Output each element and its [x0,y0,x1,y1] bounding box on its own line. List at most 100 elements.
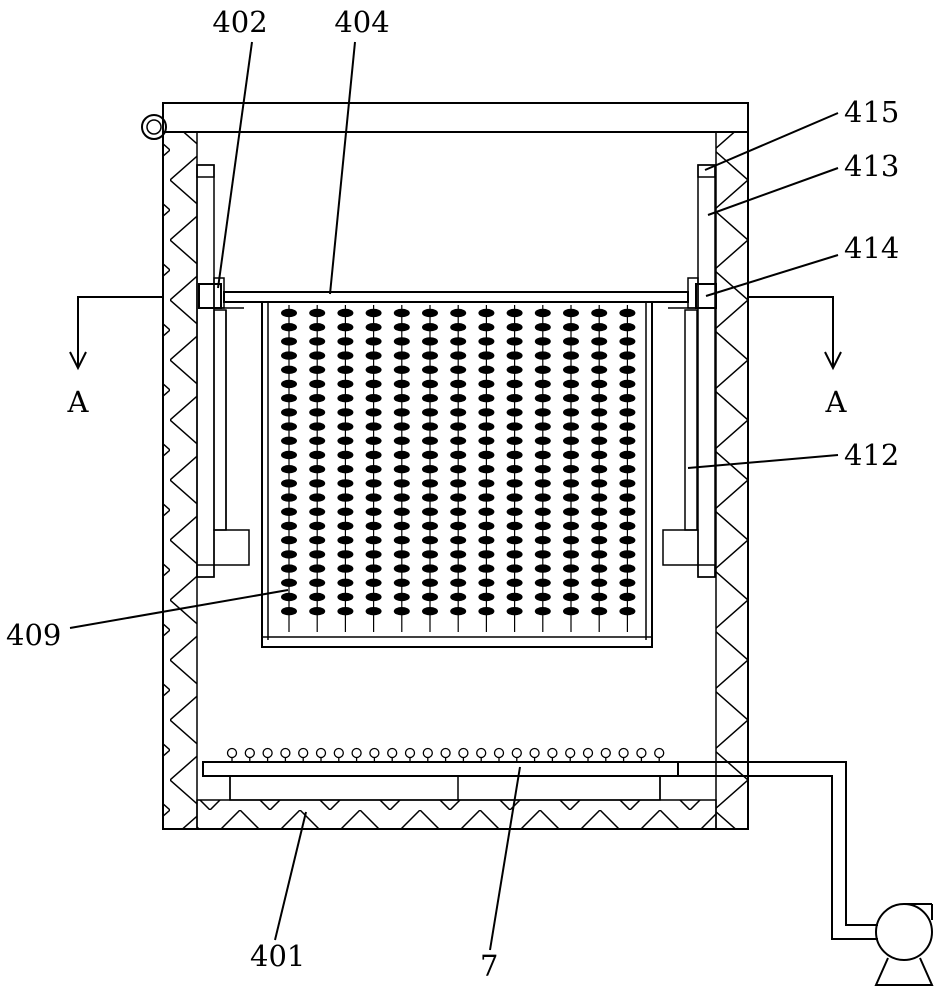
hanger-item [422,408,438,417]
hanger-item [450,564,467,573]
nozzle-icon [226,747,238,759]
hanger-item [393,564,410,573]
hanger-item [478,337,495,346]
hanger-item [337,479,354,488]
hanger-item [534,408,551,417]
hanger-item [309,394,326,403]
hanger-item [365,564,382,573]
hanger-item [563,450,579,460]
hanger-item [309,408,326,417]
hanger-item [534,550,551,559]
hanger-item [281,436,297,445]
hanger-item [478,578,495,587]
hanger-item [337,536,354,545]
hanger-item [337,351,354,360]
hanger-item [393,408,410,417]
hanger-item [422,422,438,431]
hanger-item [422,564,438,573]
hanger-item [506,507,523,516]
hanger-item [478,536,495,545]
hanger-item [478,564,495,573]
hanger-item [337,592,354,602]
hanger-item [309,308,326,318]
basket-frame [261,301,653,648]
hanger-item [365,351,382,360]
hanger-item [422,323,438,332]
hanger-item [591,465,608,474]
hanger-item [450,408,467,417]
hanger-item [563,607,579,616]
hanger-item [591,323,608,332]
hanger-item [563,351,579,360]
label-7: 7 [480,949,498,983]
hanger-item [478,450,495,460]
hanger-item [281,379,297,389]
hanger-item [309,337,326,346]
hanger-item [619,337,636,346]
nozzle-icon [458,747,469,759]
hanger-item [393,493,410,502]
hanger-item [450,394,467,403]
hanger-item [506,323,523,332]
hanger-item [563,365,579,374]
hanger-item [619,493,636,502]
hanger-item [281,465,297,474]
hanger-item [619,564,636,573]
hanger-item [365,408,382,417]
hanger-item [563,436,579,445]
nozzle-icon [636,747,647,759]
hanger-item [591,365,608,374]
hanger-item [591,536,608,545]
hanger-item [365,592,382,602]
label-401: 401 [250,939,305,973]
hanger-item [393,379,410,389]
hanger-item [422,465,438,474]
hanger-item [506,521,523,531]
label-412: 412 [844,438,899,472]
nozzle-icon [476,747,487,759]
label-415: 415 [844,95,899,129]
hanger-item [619,550,636,559]
hanger-item [478,408,495,417]
hanger-item [591,379,608,389]
hanger-item [450,521,467,531]
hanger-item [506,394,523,403]
hanger-item [422,550,438,559]
hanger-item [506,550,523,559]
hanger-item [450,337,467,346]
bottom-wall [196,799,717,830]
hanger-item [365,422,382,431]
hanger-item [478,422,495,431]
hanger-item [393,607,410,616]
hanger-item [591,337,608,346]
hanger-item [563,465,579,474]
hanger-item [534,607,551,616]
hanger-item [591,607,608,616]
hanger-item [450,550,467,559]
hanger-item [563,479,579,488]
hanger-item [534,564,551,573]
hanger-item [450,308,467,318]
hanger-item [450,465,467,474]
hanger-item [337,493,354,502]
label-409: 409 [6,618,61,652]
hanger-item [393,592,410,602]
hanger-item [393,479,410,488]
hanger-item [309,578,326,587]
hanger-item [450,536,467,545]
hanger-item [309,564,326,573]
nozzle-icon [244,747,255,759]
nozzle-icon [262,747,273,759]
hanger-item [534,422,551,431]
hanger-item [450,365,467,374]
left-wall [162,131,198,830]
hanger-item [309,436,326,445]
spray-pipe [202,761,679,801]
hanger-item [478,607,495,616]
nozzle-icon [333,747,344,759]
hanger-item [563,394,579,403]
hanger-item [422,607,438,616]
hinge-icon [141,114,167,140]
hanger-item [393,578,410,587]
